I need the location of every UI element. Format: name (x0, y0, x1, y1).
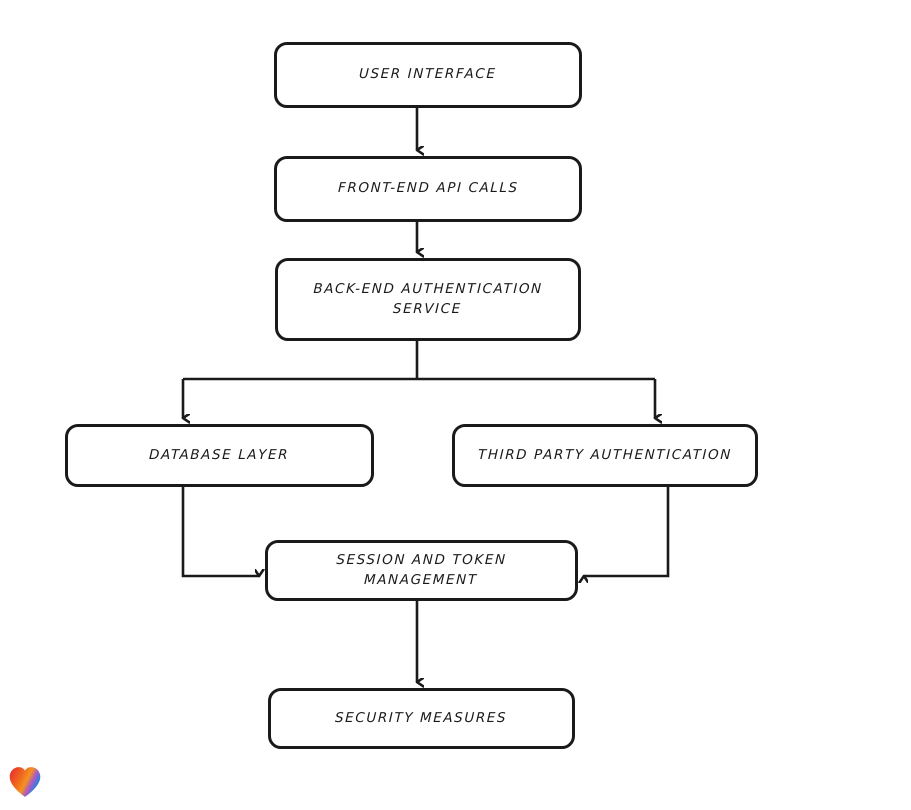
node-session-and-token-management[interactable]: SESSION AND TOKEN MANAGEMENT (265, 540, 578, 601)
node-database-layer[interactable]: DATABASE LAYER (65, 424, 374, 487)
node-third-party-authentication[interactable]: THIRD PARTY AUTHENTICATION (452, 424, 758, 487)
heart-icon (9, 767, 41, 797)
edge-database-to-session (181, 487, 259, 578)
node-label-frontend-api-calls: FRONT-END API CALLS (337, 180, 519, 197)
node-label-database-layer: DATABASE LAYER (149, 446, 290, 463)
edge-thirdparty-to-session (584, 487, 670, 576)
node-user-interface[interactable]: USER INTERFACE (274, 42, 582, 108)
node-label-backend-authentication-service: BACK-END AUTHENTICATION SERVICE (313, 280, 544, 317)
node-backend-authentication-service[interactable]: BACK-END AUTHENTICATION SERVICE (275, 258, 581, 341)
node-label-user-interface: USER INTERFACE (359, 66, 498, 83)
node-security-measures[interactable]: SECURITY MEASURES (268, 688, 575, 749)
node-frontend-api-calls[interactable]: FRONT-END API CALLS (274, 156, 582, 222)
node-label-session-and-token-management: SESSION AND TOKEN MANAGEMENT (336, 551, 508, 588)
node-label-third-party-authentication: THIRD PARTY AUTHENTICATION (477, 446, 733, 463)
node-label-security-measures: SECURITY MEASURES (335, 709, 508, 726)
